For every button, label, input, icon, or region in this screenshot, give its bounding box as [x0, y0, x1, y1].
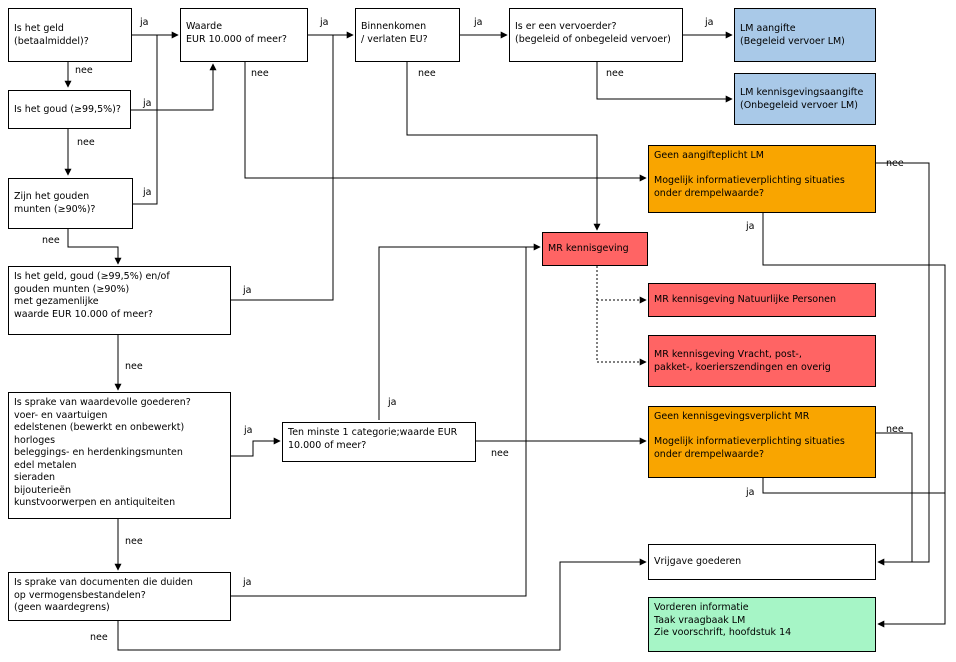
result-mr-natural-persons: MR kennisgeving Natuurlijke Personen: [648, 283, 876, 317]
edge-label-no: nee: [251, 68, 269, 79]
edge-label-yes: ja: [140, 17, 149, 28]
result-lm-declaration: LM aangifte (Begeleid vervoer LM): [734, 8, 876, 62]
edge-label-no: nee: [42, 235, 60, 246]
result-mr-notification: MR kennisgeving: [542, 232, 648, 266]
result-mr-freight: MR kennisgeving Vracht, post-, pakket-, …: [648, 335, 876, 387]
question-money: Is het geld (betaalmiddel)?: [8, 8, 132, 62]
question-valuables: Is sprake van waardevolle goederen? voer…: [8, 392, 231, 519]
edge-label-no: nee: [125, 536, 143, 547]
edge-label-yes: ja: [243, 577, 252, 588]
edge-label-yes: ja: [143, 187, 152, 198]
edge-label-yes: ja: [143, 98, 152, 109]
edge-label-yes: ja: [474, 17, 483, 28]
edge-label-yes: ja: [320, 17, 329, 28]
question-category: Ten minste 1 categorie;waarde EUR 10.000…: [282, 422, 476, 462]
edge-label-no: nee: [77, 137, 95, 148]
edge-label-yes: ja: [388, 397, 397, 408]
edge-label-no: nee: [491, 448, 509, 459]
question-gold: Is het goud (≥99,5%)?: [8, 90, 131, 129]
result-no-mr-obligation: Geen kennisgevingsverplicht MR Mogelijk …: [648, 406, 876, 478]
edge-label-no: nee: [606, 68, 624, 79]
question-value-10000: Waarde EUR 10.000 of meer?: [180, 8, 308, 62]
edge-label-yes: ja: [746, 221, 755, 232]
edge-label-no: nee: [886, 424, 904, 435]
question-combined-value: Is het geld, goud (≥99,5%) en/of gouden …: [8, 266, 231, 335]
edge-label-yes: ja: [244, 425, 253, 436]
edge-label-no: nee: [75, 65, 93, 76]
result-no-lm-obligation: Geen aangifteplicht LM Mogelijk informat…: [648, 145, 876, 213]
edge-label-no: nee: [125, 361, 143, 372]
result-lm-notification: LM kennisgevingsaangifte (Onbegeleid ver…: [734, 73, 876, 125]
question-gold-coins: Zijn het gouden munten (≥90%)?: [8, 178, 133, 229]
question-eu-border: Binnenkomen / verlaten EU?: [355, 8, 460, 62]
edge-label-no: nee: [90, 632, 108, 643]
edge-label-yes: ja: [243, 285, 252, 296]
edge-label-no: nee: [418, 68, 436, 79]
question-documents: Is sprake van documenten die duiden op v…: [8, 572, 231, 621]
edge-label-no: nee: [886, 158, 904, 169]
result-request-information: Vorderen informatie Taak vraagbaak LM Zi…: [648, 597, 876, 652]
question-carrier: Is er een vervoerder? (begeleid of onbeg…: [509, 8, 683, 62]
result-release-goods: Vrijgave goederen: [648, 544, 876, 580]
edge-label-yes: ja: [705, 17, 714, 28]
edge-label-yes: ja: [746, 487, 755, 498]
